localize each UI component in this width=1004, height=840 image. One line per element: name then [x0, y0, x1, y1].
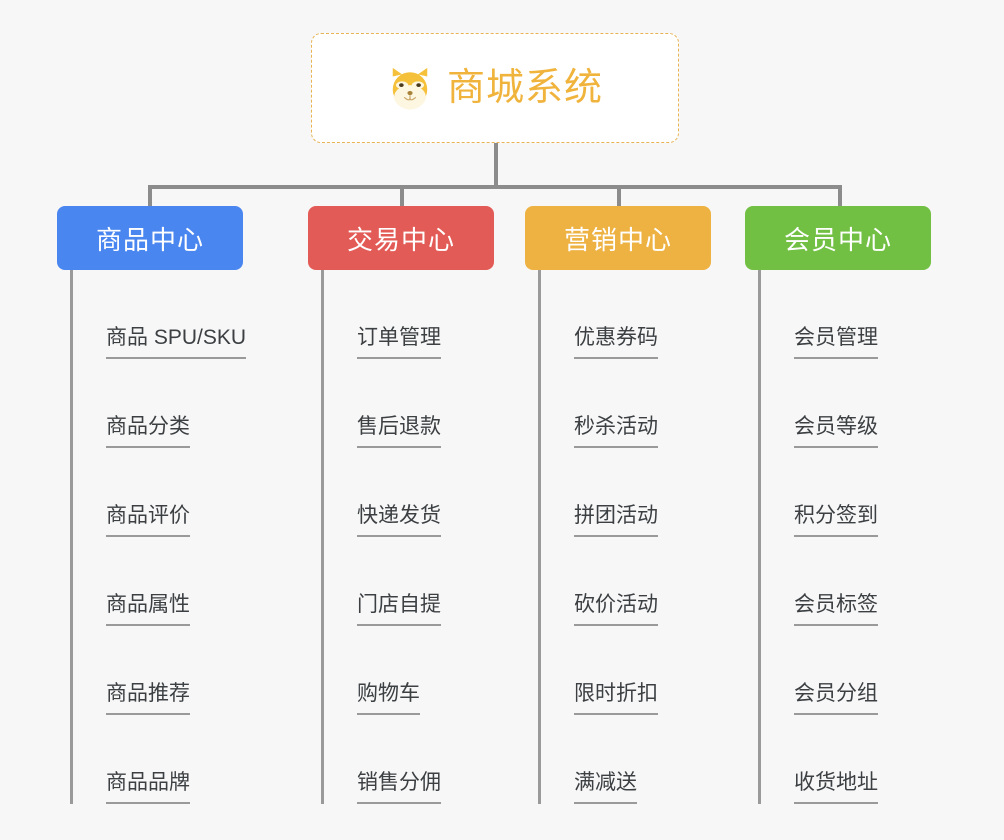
list-item[interactable]: 积分签到: [758, 448, 960, 537]
list-item[interactable]: 商品推荐: [70, 626, 307, 715]
branch-header-3[interactable]: 营销中心: [525, 206, 711, 270]
list-item[interactable]: 满减送: [538, 715, 740, 804]
list-item[interactable]: 门店自提: [321, 537, 523, 626]
branch-header-4[interactable]: 会员中心: [745, 206, 931, 270]
list-item[interactable]: 销售分佣: [321, 715, 523, 804]
branch-column-3: 营销中心 优惠券码 秒杀活动 拼团活动 砍价活动 限时折扣 满减送: [525, 206, 740, 804]
branch-header-1[interactable]: 商品中心: [57, 206, 243, 270]
list-item-label: 销售分佣: [357, 772, 441, 804]
list-item[interactable]: 会员分组: [758, 626, 960, 715]
list-item-label: 限时折扣: [574, 683, 658, 715]
list-item[interactable]: 会员等级: [758, 359, 960, 448]
list-item-label: 满减送: [574, 772, 637, 804]
branch-2-children: 订单管理 售后退款 快递发货 门店自提 购物车 销售分佣: [321, 270, 523, 804]
list-item-label: 积分签到: [794, 505, 878, 537]
list-item-label: 商品品牌: [106, 772, 190, 804]
list-item-label: 砍价活动: [574, 594, 658, 626]
branch-column-4: 会员中心 会员管理 会员等级 积分签到 会员标签 会员分组 收货地址: [745, 206, 960, 804]
list-item-label: 会员等级: [794, 416, 878, 448]
branch-header-4-label: 会员中心: [783, 224, 892, 255]
branch-header-2-label: 交易中心: [346, 224, 455, 255]
list-item[interactable]: 拼团活动: [538, 448, 740, 537]
branch-column-2: 交易中心 订单管理 售后退款 快递发货 门店自提 购物车 销售分佣: [308, 206, 523, 804]
list-item[interactable]: 砍价活动: [538, 537, 740, 626]
list-item-label: 商品属性: [106, 594, 190, 626]
list-item[interactable]: 限时折扣: [538, 626, 740, 715]
branch-1-children: 商品 SPU/SKU 商品分类 商品评价 商品属性 商品推荐 商品品牌: [70, 270, 307, 804]
list-item-label: 订单管理: [357, 327, 441, 359]
connector-drop-2: [400, 185, 404, 208]
list-item-label: 快递发货: [357, 505, 441, 537]
branch-header-3-label: 营销中心: [563, 224, 672, 255]
list-item[interactable]: 商品 SPU/SKU: [70, 270, 307, 359]
list-item-label: 收货地址: [794, 772, 878, 804]
list-item[interactable]: 商品品牌: [70, 715, 307, 804]
list-item[interactable]: 会员标签: [758, 537, 960, 626]
list-item[interactable]: 商品属性: [70, 537, 307, 626]
list-item[interactable]: 购物车: [321, 626, 523, 715]
root-title: 商城系统: [446, 67, 603, 109]
list-item-label: 秒杀活动: [574, 416, 658, 448]
branch-header-2[interactable]: 交易中心: [308, 206, 494, 270]
connector-horizontal-bar: [148, 185, 842, 189]
branch-header-1-label: 商品中心: [95, 224, 204, 255]
list-item-label: 商品评价: [106, 505, 190, 537]
list-item-label: 会员标签: [794, 594, 878, 626]
list-item[interactable]: 商品评价: [70, 448, 307, 537]
list-item[interactable]: 订单管理: [321, 270, 523, 359]
list-item-label: 会员分组: [794, 683, 878, 715]
connector-drop-4: [838, 185, 842, 208]
list-item-label: 拼团活动: [574, 505, 658, 537]
list-item-label: 优惠券码: [574, 327, 658, 359]
branch-4-children: 会员管理 会员等级 积分签到 会员标签 会员分组 收货地址: [758, 270, 960, 804]
list-item[interactable]: 商品分类: [70, 359, 307, 448]
list-item[interactable]: 会员管理: [758, 270, 960, 359]
list-item-label: 商品分类: [106, 416, 190, 448]
list-item[interactable]: 优惠券码: [538, 270, 740, 359]
list-item[interactable]: 秒杀活动: [538, 359, 740, 448]
list-item-label: 会员管理: [794, 327, 878, 359]
list-item[interactable]: 快递发货: [321, 448, 523, 537]
branch-3-children: 优惠券码 秒杀活动 拼团活动 砍价活动 限时折扣 满减送: [538, 270, 740, 804]
connector-stem: [494, 143, 498, 189]
list-item-label: 售后退款: [357, 416, 441, 448]
list-item-label: 购物车: [357, 683, 420, 715]
list-item[interactable]: 售后退款: [321, 359, 523, 448]
list-item[interactable]: 收货地址: [758, 715, 960, 804]
connector-drop-3: [617, 185, 621, 208]
connector-drop-1: [148, 185, 152, 208]
list-item-label: 门店自提: [357, 594, 441, 626]
branch-column-1: 商品中心 商品 SPU/SKU 商品分类 商品评价 商品属性 商品推荐 商品品牌: [57, 206, 307, 804]
root-node[interactable]: 商城系统: [311, 33, 679, 143]
list-item-label: 商品 SPU/SKU: [106, 327, 247, 359]
list-item-label: 商品推荐: [106, 683, 190, 715]
dog-face-icon: [392, 67, 428, 110]
